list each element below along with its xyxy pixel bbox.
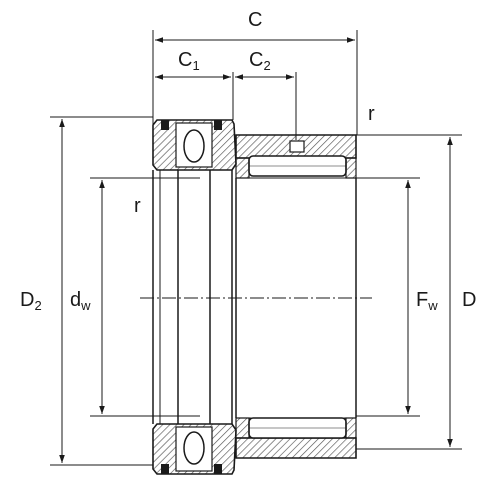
label-c1-main: C (178, 49, 193, 71)
label-r-left: r (134, 196, 141, 216)
label-c2-sub: 2 (263, 58, 271, 73)
dimension-lines (59, 37, 453, 463)
label-fw-sub: w (428, 298, 438, 313)
label-d2-main: D (20, 289, 35, 311)
label-dw-sub: w (81, 298, 91, 313)
label-d: D (462, 290, 476, 310)
label-c1: C1 (178, 50, 200, 72)
label-r-left-text: r (134, 195, 141, 217)
extension-lines (50, 30, 462, 466)
label-r-top-text: r (368, 103, 375, 125)
label-d-text: D (462, 289, 477, 311)
label-r-top: r (368, 104, 375, 124)
label-c-text: C (248, 9, 263, 31)
ball-bottom (183, 431, 205, 465)
label-c2-main: C (249, 49, 264, 71)
label-c2: C2 (249, 50, 271, 72)
label-c: C (248, 10, 262, 30)
top-section (152, 119, 357, 179)
bottom-section (152, 417, 357, 475)
label-d2: D2 (20, 290, 42, 312)
label-c1-sub: 1 (192, 58, 200, 73)
label-fw: Fw (416, 290, 438, 312)
outer-ring-bottom (235, 437, 357, 459)
label-fw-main: F (416, 289, 429, 311)
lube-hole-top (289, 140, 305, 153)
body-lines (152, 170, 357, 424)
label-d2-sub: 2 (34, 298, 42, 313)
label-dw: dw (70, 290, 91, 312)
ball-top (183, 129, 205, 163)
label-dw-main: d (70, 289, 82, 311)
